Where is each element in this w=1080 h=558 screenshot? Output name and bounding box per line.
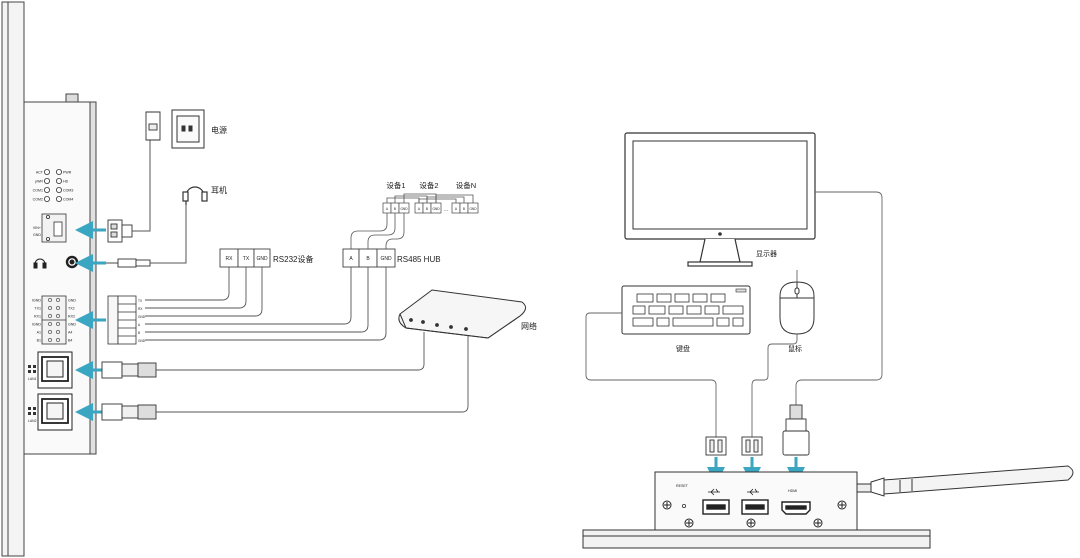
network-switch (398, 289, 526, 339)
led-label: ACT (36, 171, 44, 175)
led-label: COM3 (63, 189, 73, 193)
terminal-pin-label: RX (138, 307, 143, 311)
led-indicators (44, 168, 63, 202)
device-pin: A (418, 207, 421, 211)
wall-socket (171, 109, 205, 149)
rs485-pin: GND (380, 256, 392, 262)
panel-pc-side (1, 1, 97, 557)
keyboard-label: 键盘 (676, 344, 690, 353)
device-2-label: 设备2 (419, 180, 438, 190)
serial-pin-label: B4 (68, 339, 72, 343)
serial-pin-label: GND (68, 299, 76, 303)
power-plug (107, 219, 133, 243)
audio-jack (33, 255, 79, 269)
monitor (624, 132, 816, 267)
rs485-pin: B (366, 256, 370, 262)
mouse-label: 鼠标 (788, 344, 802, 353)
serial-pin-label: TX1 (34, 307, 41, 311)
power-cable (132, 140, 151, 232)
device-pin: GND (432, 207, 440, 211)
device-1-label: 设备1 (386, 180, 405, 190)
rs232-label: RS232设备 (273, 254, 313, 264)
screw-icons (662, 500, 847, 528)
serial-pin-label: IGND (32, 323, 41, 327)
headset-cable (150, 205, 187, 264)
serial-terminal (41, 295, 67, 345)
reset-label: RESET (676, 484, 689, 488)
serial-pin-label: GND (68, 323, 76, 327)
antenna (856, 465, 1074, 497)
device-pin: B (463, 207, 465, 211)
power-pin-label: GND (33, 233, 41, 237)
rs485-bus-wires (350, 193, 474, 249)
serial-pin-label: RX2 (68, 315, 75, 319)
terminal-plug (107, 295, 137, 345)
lan-port-2 (37, 393, 73, 431)
monitor-label: 显示器 (756, 250, 777, 258)
device-pin: GND (400, 207, 408, 211)
headset-label: 耳机 (211, 185, 227, 195)
rs232-pin: TX (243, 256, 250, 262)
hdmi-label: HDMI (788, 489, 797, 493)
hdmi-port (781, 501, 811, 515)
power-pin-label: VIN+ (33, 226, 41, 230)
power-terminal (41, 213, 67, 243)
serial-pin-label: A4 (68, 331, 72, 335)
device-ellipsis: ... (444, 207, 448, 213)
power-adapter (145, 111, 161, 141)
usb-icon (708, 488, 759, 496)
led-label: PWR (63, 171, 72, 175)
serial-pin-label: A1 (37, 331, 41, 335)
led-label: pWR (35, 180, 43, 184)
rs485-pin: A (349, 256, 353, 262)
audio-plug (106, 258, 151, 268)
serial-pin-label: IGND (32, 299, 41, 303)
terminal-pin-label: TX (138, 299, 143, 303)
lan-cables (156, 332, 469, 413)
serial-pin-label: RX1 (34, 315, 41, 319)
rs232-connector (219, 248, 271, 268)
keyboard (621, 285, 751, 335)
rs485-wires (145, 267, 387, 341)
power-label: 电源 (211, 125, 227, 135)
led-label: HD (63, 180, 69, 184)
terminal-pin-label: A (138, 323, 141, 327)
device-n-label: 设备N (456, 180, 476, 190)
lan-plug-1 (101, 361, 157, 379)
device-pin: A (386, 207, 389, 211)
usb-port-1 (702, 499, 730, 515)
led-label: COM2 (33, 198, 43, 202)
usb-plug-2 (741, 436, 763, 456)
rs232-pin: GND (256, 256, 268, 262)
rs485-hub (342, 248, 396, 268)
usb-plug-1 (705, 436, 727, 456)
lan-label: LAN2 (28, 419, 37, 423)
led-label: COM4 (63, 198, 73, 202)
peripheral-cables (585, 191, 883, 437)
reset-hole (682, 503, 687, 508)
terminal-pin-label: GND (138, 339, 146, 343)
rs232-pin: RX (226, 256, 234, 262)
terminal-pin-label: GND (138, 315, 146, 319)
serial-pin-label: TX2 (68, 307, 75, 311)
serial-pin-label: B1 (37, 339, 41, 343)
device-pin: B (394, 207, 396, 211)
lan-port-1 (37, 351, 73, 389)
rs485-hub-label: RS485 HUB (397, 255, 441, 264)
led-label: COM1 (33, 189, 43, 193)
headset-icon (182, 186, 208, 205)
device-pin: A (455, 207, 458, 211)
terminal-pin-label: B (138, 331, 140, 335)
device-pin: B (426, 207, 428, 211)
lan-label: LAN1 (28, 377, 37, 381)
device-pin: GND (469, 207, 477, 211)
usb-port-2 (741, 499, 769, 515)
hdmi-plug (782, 404, 810, 456)
lan-icon (28, 365, 36, 415)
rs232-wires (145, 267, 263, 317)
lan-plug-2 (101, 403, 157, 421)
network-label: 网络 (521, 321, 537, 331)
mouse (779, 281, 815, 335)
